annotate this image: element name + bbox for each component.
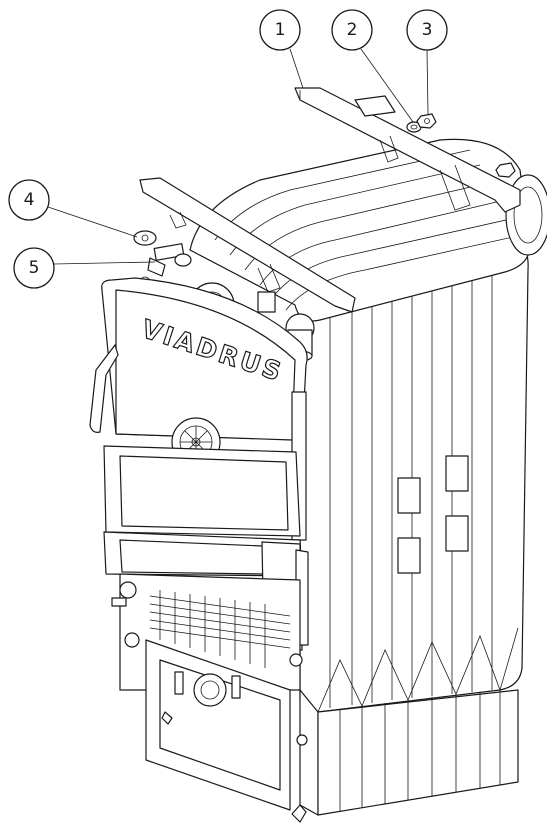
callout-4-label: 4: [24, 190, 35, 210]
middle-door: [103, 445, 301, 537]
callout-3: 3: [406, 9, 448, 115]
callout-2: 2: [331, 9, 414, 123]
callout-4: 4: [8, 179, 138, 238]
nut-part: [416, 113, 516, 178]
top-rail-rear: [294, 87, 521, 213]
callout-5-label: 5: [29, 258, 40, 278]
top-rail-front: [139, 177, 356, 313]
washer-part: [406, 121, 422, 133]
callout-5: 5: [13, 247, 156, 289]
base-frame: [145, 627, 519, 823]
callout-3-label: 3: [422, 20, 433, 40]
callout-1: 1: [259, 9, 304, 89]
callout-1-label: 1: [275, 20, 286, 40]
callout-2-label: 2: [347, 20, 358, 40]
boiler-side-body: [299, 231, 529, 713]
bolt-part: [133, 230, 192, 277]
